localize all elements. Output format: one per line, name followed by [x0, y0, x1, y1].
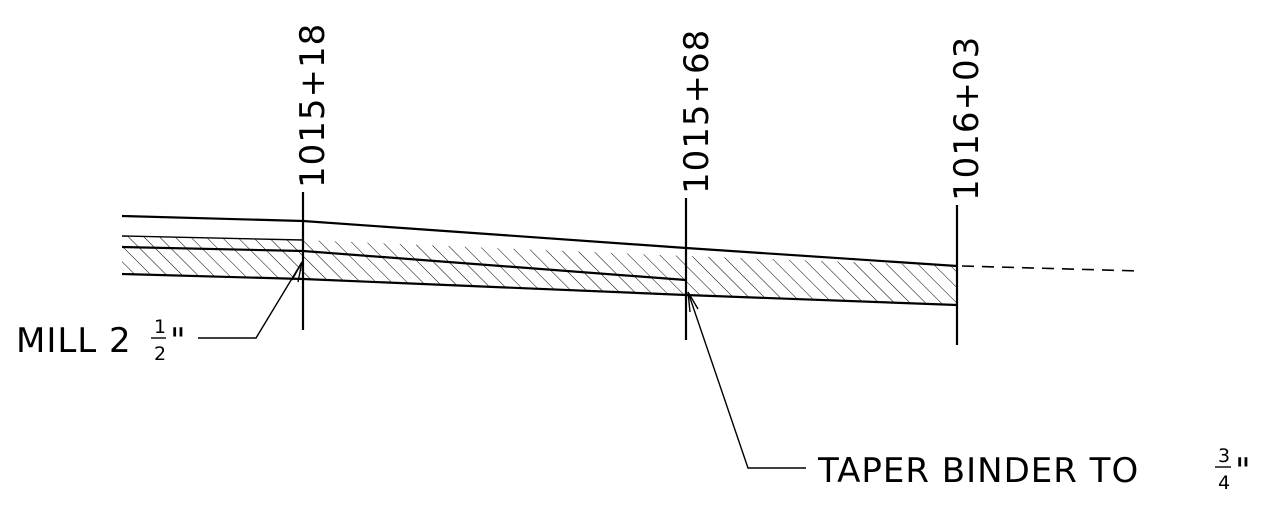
taper-callout-text: TAPER BINDER TO	[817, 451, 1139, 491]
mill-top-line	[121, 235, 304, 241]
taper-inch-mark: "	[1235, 451, 1252, 491]
mill-leader-line	[198, 261, 303, 339]
mill-fraction-numerator: 1	[154, 316, 166, 338]
station-label-3: 1016+03	[947, 36, 987, 201]
mill-fraction-denominator: 2	[154, 343, 166, 365]
station-label-2: 1015+68	[677, 29, 717, 194]
station-label-1: 1015+18	[293, 23, 333, 188]
bottom-line	[121, 272, 958, 307]
existing-surface-line	[121, 214, 958, 268]
taper-leader-line	[687, 291, 806, 469]
taper-fraction-denominator: 4	[1218, 472, 1230, 494]
taper-leader-arrowhead	[687, 291, 699, 313]
mill-inch-mark: "	[170, 321, 187, 361]
taper-fraction-numerator: 3	[1218, 445, 1230, 467]
mill-callout-text: MILL 2	[16, 321, 132, 361]
mill-leader-arrowhead	[291, 261, 303, 283]
hatched-pavement-area	[122, 236, 957, 305]
dashed-continuation-line	[961, 265, 1141, 272]
